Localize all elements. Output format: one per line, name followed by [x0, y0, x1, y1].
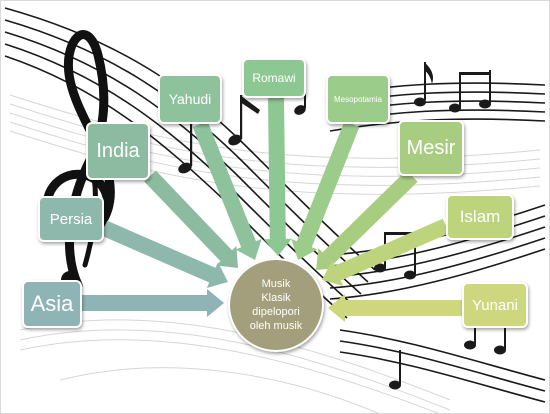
node-persia: Persia: [38, 196, 104, 242]
node-label-romawi: Romawi: [252, 71, 296, 85]
node-label-yunani: Yunani: [472, 296, 518, 314]
node-romawi: Romawi: [242, 58, 306, 98]
node-islam: Islam: [446, 194, 514, 240]
center-line-2: Klasik: [261, 292, 291, 304]
node-label-mesopotamia: Mesopotamia: [333, 94, 383, 104]
arrow-mesopotamia: [291, 121, 360, 260]
center-circle: Musik Klasik dipelopori oleh musik: [228, 258, 324, 352]
node-mesir: Mesir: [398, 120, 464, 176]
arrow-yahudi: [192, 121, 262, 260]
center-line-4: oleh musik: [249, 320, 303, 332]
arrow-asia: [82, 289, 224, 317]
arrow-yunani: [328, 294, 462, 322]
center-line-1: Musik: [261, 278, 291, 290]
node-asia: Asia: [22, 280, 82, 328]
arrow-persia: [100, 220, 228, 288]
center-line-3: dipelopori: [252, 306, 300, 318]
node-label-yahudi: Yahudi: [168, 91, 212, 107]
node-yahudi: Yahudi: [158, 74, 222, 124]
node-india: India: [86, 122, 150, 180]
node-yunani: Yunani: [462, 282, 528, 328]
node-label-india: India: [96, 139, 140, 162]
node-label-mesir: Mesir: [406, 136, 456, 159]
node-label-asia: Asia: [30, 291, 74, 316]
node-mesopotamia: Mesopotamia: [326, 74, 390, 124]
arrow-islam: [322, 218, 450, 286]
node-label-islam: Islam: [459, 207, 501, 226]
arrow-romawi: [263, 97, 292, 257]
node-label-persia: Persia: [49, 210, 93, 228]
arrow-india: [144, 170, 238, 268]
arrow-mesir: [316, 170, 418, 270]
